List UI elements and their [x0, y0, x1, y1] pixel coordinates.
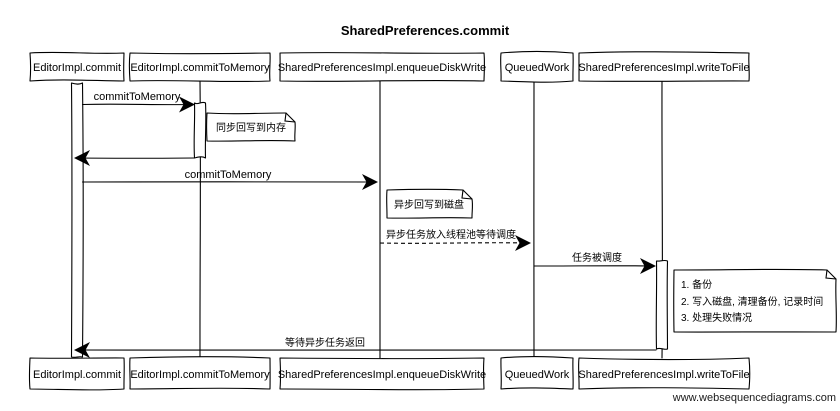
arrowhead-enqueue-threadpool [515, 235, 531, 251]
note-shape-async-write-disk-fold [461, 189, 473, 200]
message-label-committomemory-1: commitToMemory [94, 91, 181, 103]
participant-label-top-committomemory: EditorImpl.commitToMemory [130, 62, 270, 74]
note-text-steps-line3: 3. 处理失败情况 [681, 311, 752, 324]
participant-box-top-writetofile [578, 51, 750, 82]
participant-label-bottom-commit: EditorImpl.commit [33, 369, 121, 381]
diagram-title: SharedPreferences.commit [341, 23, 510, 38]
arrowhead-task-scheduled [640, 258, 656, 274]
participant-label-top-writetofile: SharedPreferencesImpl.writeToFile [578, 62, 749, 74]
participant-label-top-commit: EditorImpl.commit [33, 62, 121, 74]
note-text-steps-line1: 1. 备份 [681, 278, 712, 291]
message-line-wait-async-return [78, 349, 657, 351]
watermark: www.websequencediagrams.com [672, 392, 836, 404]
activation-bar-writetofile [655, 259, 669, 350]
participant-box-bottom-writetofile [578, 357, 751, 390]
participant-label-bottom-committomemory: EditorImpl.commitToMemory [130, 369, 270, 381]
note-shape-sync-write-memory-fold [284, 112, 296, 123]
message-label-wait-async-return: 等待异步任务返回 [285, 336, 365, 349]
activation-bar-committomemory [193, 101, 207, 159]
note-text-steps-line2: 2. 写入磁盘, 清理备份, 记录时间 [681, 295, 823, 308]
note-shape-steps [673, 268, 837, 333]
activation-bar-commit [70, 82, 84, 358]
participant-label-bottom-writetofile: SharedPreferencesImpl.writeToFile [578, 369, 749, 381]
note-shape-steps-fold [825, 269, 837, 280]
note-shape-async-write-disk [386, 188, 474, 219]
arrowhead-committomemory-1 [179, 96, 195, 113]
participant-box-bottom-commit [28, 357, 125, 391]
participant-label-bottom-enqueuediskwrite: SharedPreferencesImpl.enqueueDiskWrite [278, 369, 486, 381]
participant-box-top-commit [29, 51, 125, 82]
note-shape-sync-write-memory [206, 112, 296, 142]
participant-box-bottom-enqueuediskwrite [279, 357, 485, 391]
participant-box-bottom-committomemory [129, 356, 271, 390]
note-text-sync-write-memory: 同步回写到内存 [216, 121, 286, 134]
participant-label-bottom-queuedwork: QueuedWork [505, 369, 570, 381]
participant-box-top-enqueuediskwrite [279, 52, 485, 82]
message-label-committomemory-2: commitToMemory [185, 169, 272, 181]
arrowhead-wait-async-return [74, 342, 90, 358]
participant-box-top-queuedwork [500, 50, 574, 83]
arrowhead-committomemory-2 [362, 174, 378, 190]
message-line-enqueue-threadpool [379, 242, 528, 244]
note-text-async-write-disk: 异步回写到磁盘 [394, 198, 464, 211]
participant-box-bottom-queuedwork [500, 355, 574, 390]
arrowhead-return-1 [74, 150, 90, 166]
message-label-enqueue-threadpool: 异步任务放入线程池等待调度 [386, 228, 516, 241]
message-label-task-scheduled: 任务被调度 [572, 251, 622, 264]
participant-box-top-committomemory [128, 52, 271, 83]
participant-label-top-queuedwork: QueuedWork [505, 62, 570, 74]
participant-label-top-enqueuediskwrite: SharedPreferencesImpl.enqueueDiskWrite [278, 62, 486, 74]
